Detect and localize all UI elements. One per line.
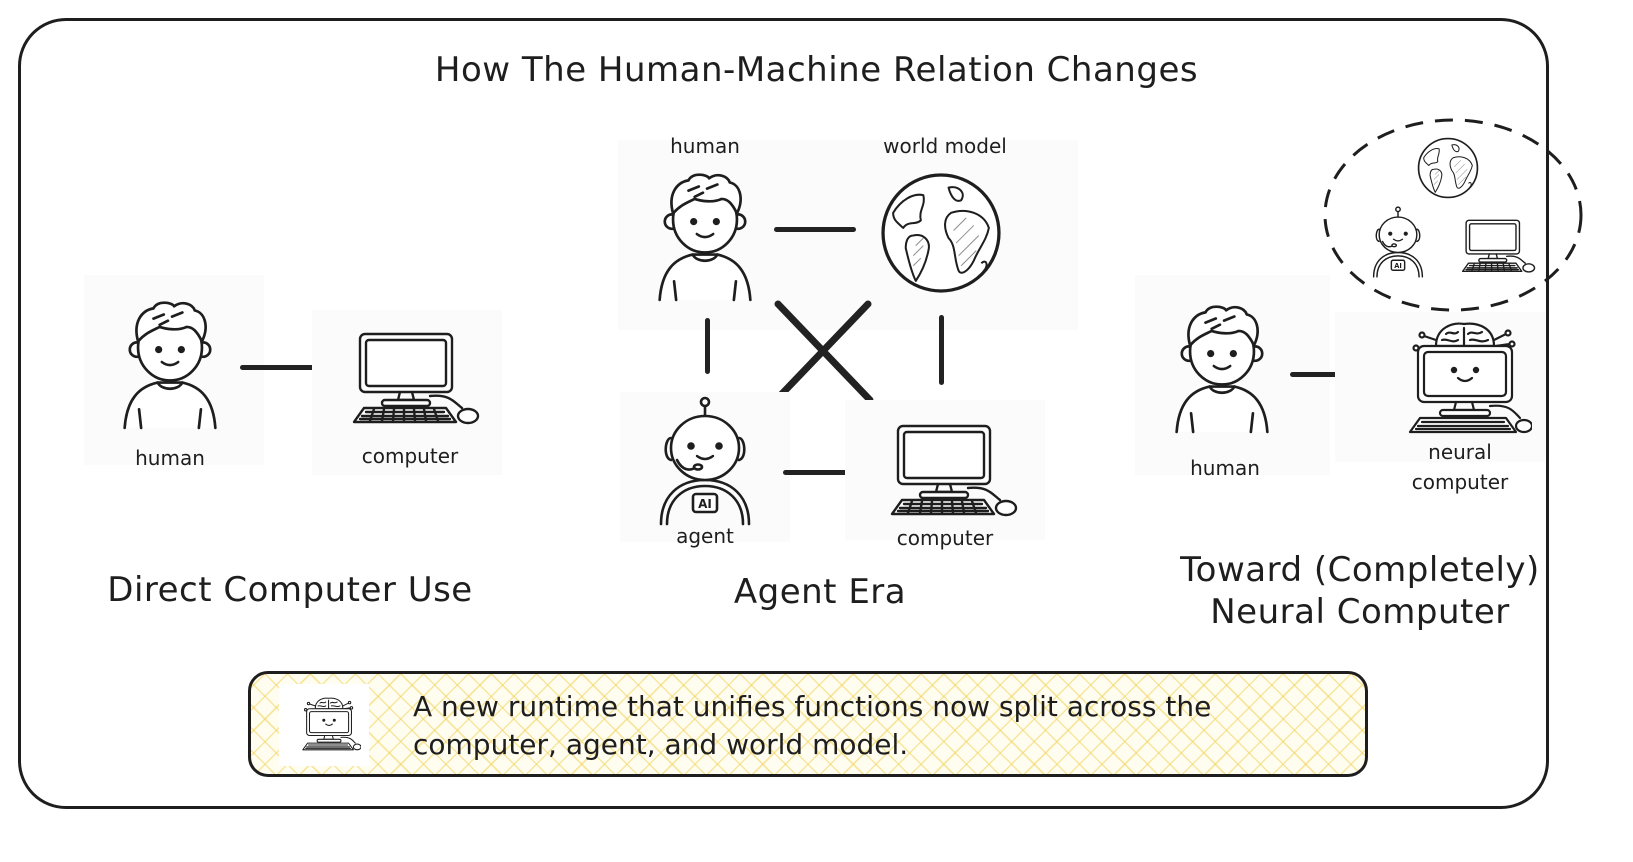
connector-world-model-computer bbox=[939, 315, 944, 385]
section-heading-direct-computer-use: Direct Computer Use bbox=[107, 570, 473, 610]
human-icon bbox=[1170, 300, 1274, 434]
connector-line bbox=[240, 365, 322, 370]
node-label-computer: computer bbox=[1411, 470, 1509, 494]
connector-human-agent bbox=[705, 318, 710, 374]
human-icon bbox=[118, 296, 222, 430]
node-label-human: human bbox=[1190, 456, 1260, 480]
section-heading-agent-era: Agent Era bbox=[733, 572, 907, 612]
globe-icon bbox=[1416, 136, 1480, 200]
neural-computer-icon bbox=[1402, 320, 1532, 440]
connector-human-world-model bbox=[774, 227, 856, 232]
callout-text: A new runtime that unifies functions now… bbox=[413, 690, 1212, 761]
node-label-world-model: world model bbox=[883, 134, 1007, 158]
connector-human-neural-computer bbox=[1290, 372, 1372, 377]
node-label-neural: neural bbox=[1428, 440, 1492, 464]
summary-callout: A new runtime that unifies functions now… bbox=[248, 671, 1368, 777]
dashed-group-outline bbox=[1323, 118, 1583, 312]
node-label-agent: agent bbox=[676, 524, 734, 548]
node-label-human: human bbox=[670, 134, 740, 158]
section-heading-neural-computer-line2: Neural Computer bbox=[1210, 592, 1510, 632]
globe-icon bbox=[878, 170, 1004, 296]
cross-connector-icon bbox=[772, 300, 874, 404]
neural-computer-icon bbox=[299, 696, 361, 754]
diagram-title: How The Human-Machine Relation Changes bbox=[434, 50, 1199, 90]
robot-agent-icon bbox=[655, 396, 755, 526]
computer-icon bbox=[350, 330, 480, 430]
computer-icon bbox=[888, 422, 1018, 522]
node-label-computer: computer bbox=[896, 526, 994, 550]
robot-agent-icon bbox=[1370, 206, 1426, 278]
computer-icon bbox=[1460, 218, 1536, 276]
connector-agent-computer bbox=[783, 470, 865, 475]
node-label-human: human bbox=[135, 446, 205, 470]
human-icon bbox=[653, 168, 757, 302]
section-heading-toward-line1: Toward (Completely) bbox=[1180, 550, 1540, 590]
node-label-computer: computer bbox=[361, 444, 459, 468]
callout-icon-box bbox=[279, 684, 369, 766]
